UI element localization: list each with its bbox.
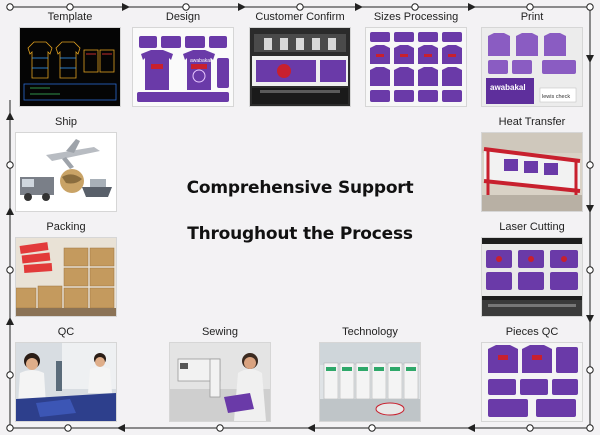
flow-arrow (6, 3, 594, 432)
flow-node (6, 3, 594, 432)
step-label: QC (57, 326, 75, 338)
print-tag-text: lewis check (542, 94, 570, 100)
ship-image (16, 133, 116, 211)
sizes-processing-image (366, 28, 466, 106)
sewing-image (170, 343, 270, 421)
step-label: Design (165, 11, 201, 23)
step-label: Customer Confirm (255, 11, 345, 23)
packing-image (16, 238, 116, 316)
print-card-text: awabakal (490, 83, 526, 92)
customer-confirm-image (250, 28, 350, 106)
step-label: Packing (46, 221, 86, 233)
step-label: Technology (342, 326, 398, 338)
step-label: Laser Cutting (499, 221, 565, 233)
headline-line-2: Throughout the Process (187, 224, 413, 244)
step-label: Sewing (201, 326, 239, 338)
technology-image (320, 343, 420, 421)
step-label: Ship (54, 116, 78, 128)
print-image: awabakal lewis check (482, 28, 582, 106)
qc-image (16, 343, 116, 421)
pieces-qc-image (482, 343, 582, 421)
template-image (20, 28, 120, 106)
design-image: awabakal (133, 28, 233, 106)
step-label: Print (520, 11, 544, 23)
step-label: Pieces QC (505, 326, 559, 338)
step-label: Sizes Processing (373, 11, 459, 23)
laser-cutting-image (482, 238, 582, 316)
design-brand-text: awabakal (190, 58, 211, 64)
heat-transfer-image (482, 133, 582, 211)
step-label: Heat Transfer (498, 116, 566, 128)
headline-line-1: Comprehensive Support (186, 178, 414, 198)
step-label: Template (47, 11, 93, 23)
